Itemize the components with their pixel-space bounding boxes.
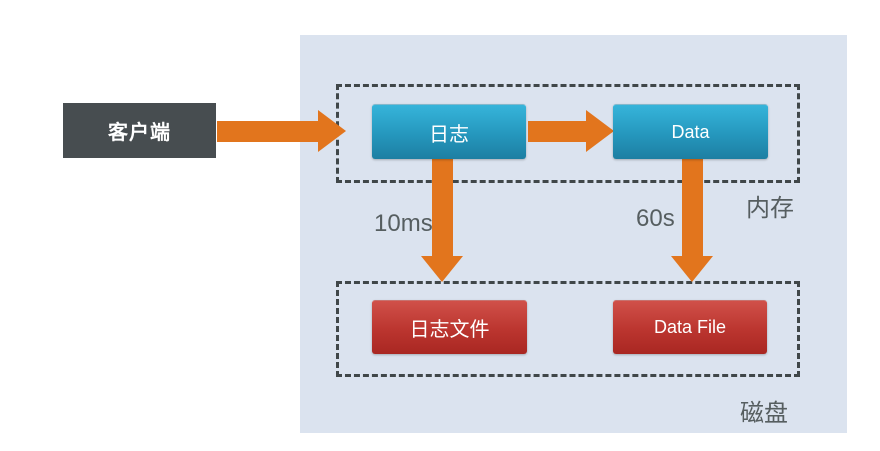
arrow-data-to-datafile-shaft <box>682 150 703 256</box>
arrow-log-to-logfile-head <box>421 256 463 282</box>
arrow-client-to-log-shaft <box>217 121 318 142</box>
arrow-data-to-datafile-head <box>671 256 713 282</box>
arrow-log-to-data-head <box>586 110 614 152</box>
arrow-client-to-log-head <box>318 110 346 152</box>
arrow-log-to-logfile-shaft <box>432 150 453 256</box>
disk-group-label: 磁盘 <box>740 400 788 427</box>
arrow-log-to-data-shaft <box>528 121 586 142</box>
log-node: 日志 <box>372 104 526 159</box>
log-node-label: 日志 <box>429 123 469 146</box>
client-node-label: 客户端 <box>108 122 171 144</box>
memory-group-label: 内存 <box>746 195 794 222</box>
data-node-label: Data <box>671 121 710 142</box>
disk-group-border <box>336 281 800 377</box>
latency-label-10ms: 10ms <box>374 210 433 237</box>
latency-label-60s: 60s <box>636 205 675 232</box>
storage-panel-background <box>300 35 847 433</box>
log-file-node-label: 日志文件 <box>409 319 490 341</box>
data-file-node-label: Data File <box>653 317 727 337</box>
client-node: 客户端 <box>63 103 216 158</box>
log-file-node: 日志文件 <box>372 300 527 354</box>
data-node: Data <box>613 104 768 159</box>
data-file-node: Data File <box>613 300 767 354</box>
